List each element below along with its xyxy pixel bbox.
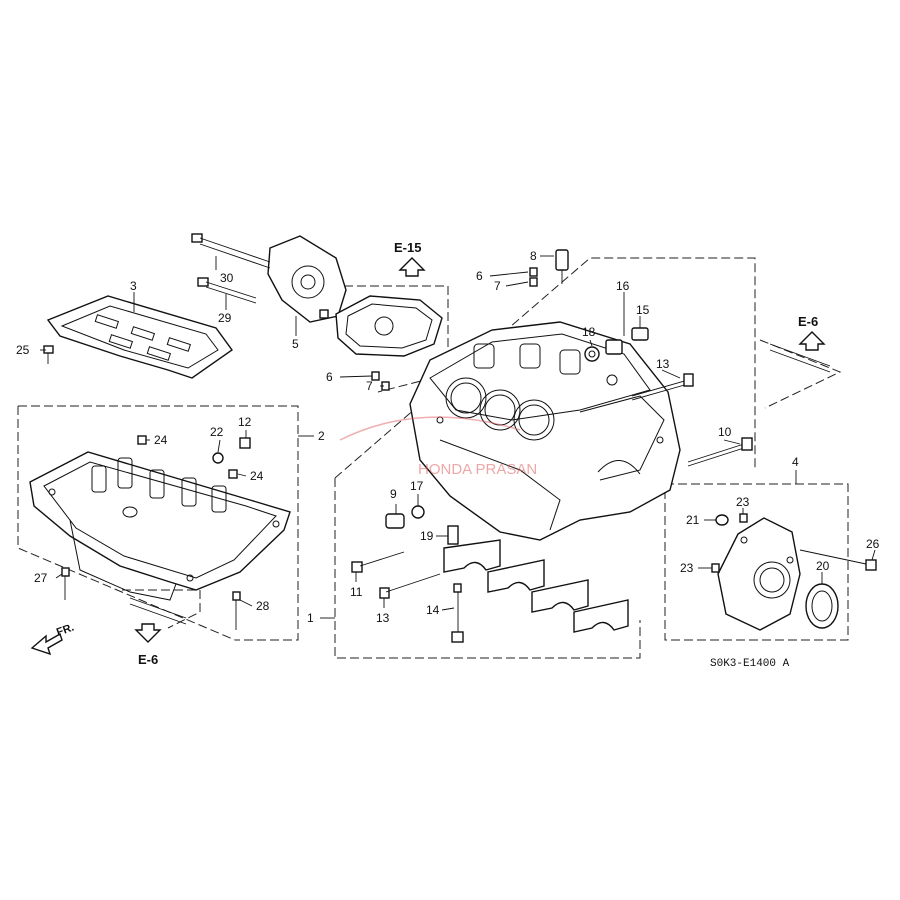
callout-1: 1	[307, 611, 314, 625]
callout-24b: 24	[250, 469, 264, 483]
callout-7b: 7	[366, 379, 373, 393]
ref-arrow-e15[interactable]: E-15	[394, 240, 426, 277]
callout-13b: 13	[376, 611, 390, 625]
e6-bottom-bolts	[129, 597, 187, 625]
stud-bolt-13-upper[interactable]	[631, 373, 694, 401]
watermark: HONDA PRASAN	[339, 416, 537, 478]
callout-15: 15	[636, 303, 650, 317]
bolt-29[interactable]	[197, 277, 257, 304]
oil-pan-fasteners[interactable]	[61, 435, 251, 630]
callout-3: 3	[130, 279, 137, 293]
ref-arrow-e6-bottom[interactable]: E-6	[134, 623, 162, 667]
callout-4: 4	[792, 455, 799, 469]
water-pump-gasket[interactable]	[335, 295, 443, 357]
callout-14: 14	[426, 603, 440, 617]
callout-18: 18	[582, 325, 596, 339]
callout-27: 27	[34, 571, 48, 585]
svg-text:E-6: E-6	[138, 652, 158, 667]
callout-5: 5	[292, 337, 299, 351]
svg-text:E-15: E-15	[394, 240, 421, 255]
oil-seal-housing[interactable]	[717, 517, 801, 631]
callout-24a: 24	[154, 433, 168, 447]
callout-30: 30	[220, 271, 234, 285]
callout-26: 26	[866, 537, 880, 551]
oil-pan[interactable]	[29, 451, 291, 601]
callout-13a: 13	[656, 357, 670, 371]
cylinder-block[interactable]	[409, 321, 681, 541]
callout-23b: 23	[680, 561, 694, 575]
callout-28: 28	[256, 599, 270, 613]
assembly-box-e6-bottom	[122, 589, 201, 629]
sealing-bolt-9[interactable]	[385, 505, 425, 529]
callout-25: 25	[16, 343, 30, 357]
assembly-box-4	[664, 470, 849, 641]
main-bearing-caps[interactable]	[443, 525, 629, 633]
o-ring-21[interactable]	[715, 514, 729, 526]
plug-18[interactable]	[584, 346, 600, 362]
bolt-25[interactable]	[43, 345, 54, 364]
sensor-16[interactable]	[605, 327, 649, 355]
assembly-box-1	[320, 257, 756, 659]
callout-6a: 6	[476, 269, 483, 283]
bolt-26[interactable]	[799, 549, 877, 571]
callout-leaders	[40, 255, 876, 611]
oil-baffle-plate[interactable]	[46, 295, 233, 379]
callout-17: 17	[410, 479, 424, 493]
ref-arrow-e6-right[interactable]: E-6	[798, 314, 826, 351]
callout-12: 12	[238, 415, 252, 429]
oil-pump-housing[interactable]	[267, 235, 347, 323]
callout-6b: 6	[326, 370, 333, 384]
svg-text:E-6: E-6	[798, 314, 818, 329]
callout-22: 22	[210, 425, 224, 439]
callout-19: 19	[420, 529, 434, 543]
knock-sensor-8[interactable]	[555, 249, 569, 284]
assembly-box-e15	[318, 285, 449, 393]
bolt-10[interactable]	[687, 437, 753, 467]
callout-labels: 1 2 3 4 5 6 6 7 7 8 9 10 11 12 13 13 14 …	[16, 249, 880, 625]
svg-text:FR.: FR.	[55, 621, 76, 638]
callout-8: 8	[530, 249, 537, 263]
e6-right-bolts	[769, 343, 831, 373]
cap-bolts[interactable]	[351, 551, 464, 643]
callout-2: 2	[318, 429, 325, 443]
callout-11: 11	[350, 585, 363, 599]
svg-text:HONDA PRASAN: HONDA PRASAN	[418, 461, 537, 478]
callout-29: 29	[218, 311, 232, 325]
callout-23a: 23	[736, 495, 750, 509]
callout-10: 10	[718, 425, 732, 439]
callout-21: 21	[686, 513, 700, 527]
assembly-box-e6-right	[759, 339, 842, 409]
callout-20: 20	[816, 559, 830, 573]
diagram-code: S0K3-E1400 A	[710, 658, 790, 670]
oil-seal-20[interactable]	[805, 583, 839, 629]
callout-16: 16	[616, 279, 630, 293]
front-direction-arrow: FR.	[30, 621, 76, 656]
callout-9: 9	[390, 487, 397, 501]
callout-7a: 7	[494, 279, 501, 293]
bolt-30[interactable]	[191, 233, 271, 269]
